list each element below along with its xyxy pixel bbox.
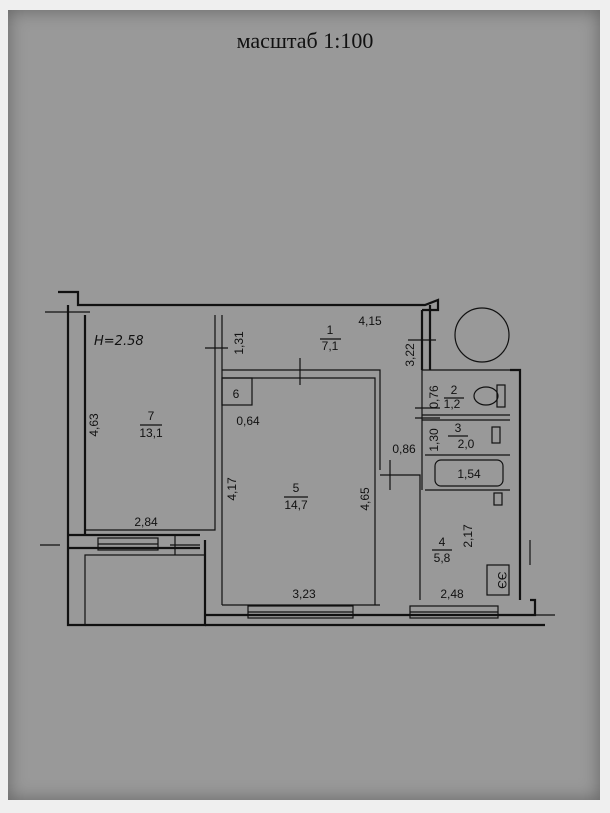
dim-0-76: 0,76 [427,385,441,409]
dim-0-86: 0,86 [392,442,416,456]
column-circle [454,307,510,363]
room-1-area: 7,1 [322,339,339,353]
balcony [84,554,206,626]
dim-3-22: 3,22 [403,343,417,367]
dimension-labels: 4,15 1,31 3,22 4,63 2,84 0,64 4,17 4,65 … [87,314,509,601]
dim-2-84: 2,84 [134,515,158,529]
toilet-icon [473,386,499,406]
dim-0-64: 0,64 [236,414,260,428]
room-7-number: 7 [148,409,155,423]
dimension-ticks [40,311,555,616]
room-labels: 7 13,1 1 7,1 5 14,7 2 1,2 3 2,0 4 5,8 6 [139,323,474,565]
toilet-tank-icon [496,384,506,408]
room-3-number: 3 [455,421,462,435]
washbasin-icon [491,426,501,444]
dim-4-63: 4,63 [87,413,101,437]
room-2-number: 2 [451,383,458,397]
room-7-area: 13,1 [139,426,163,440]
room-4-number: 4 [439,535,446,549]
dim-4-17: 4,17 [225,477,239,501]
interior-walls [85,315,515,606]
ceiling-height-note: H=2.58 [94,334,144,349]
dim-4-15: 4,15 [358,314,382,328]
windows [97,535,499,619]
dim-2-17: 2,17 [461,524,475,548]
dim-1-54: 1,54 [457,467,481,481]
fixtures [454,307,510,506]
dim-3-23: 3,23 [292,587,316,601]
room-4-area: 5,8 [434,551,451,565]
dim-1-30: 1,30 [427,428,441,452]
room-2-area: 1,2 [444,397,461,411]
sink-icon [493,492,503,506]
dim-4-65: 4,65 [358,487,372,511]
dim-2-48: 2,48 [440,587,464,601]
room-1-number: 1 [327,323,334,337]
room-5-area: 14,7 [284,498,308,512]
room-3-area: 2,0 [458,437,475,451]
scale-title: масштаб 1:100 [236,28,374,53]
room-6-number: 6 [233,387,240,401]
dim-1-31: 1,31 [232,331,246,355]
room-5-number: 5 [293,481,300,495]
stove-label: ЭЭ [495,571,509,589]
plan-sheet [8,10,600,800]
